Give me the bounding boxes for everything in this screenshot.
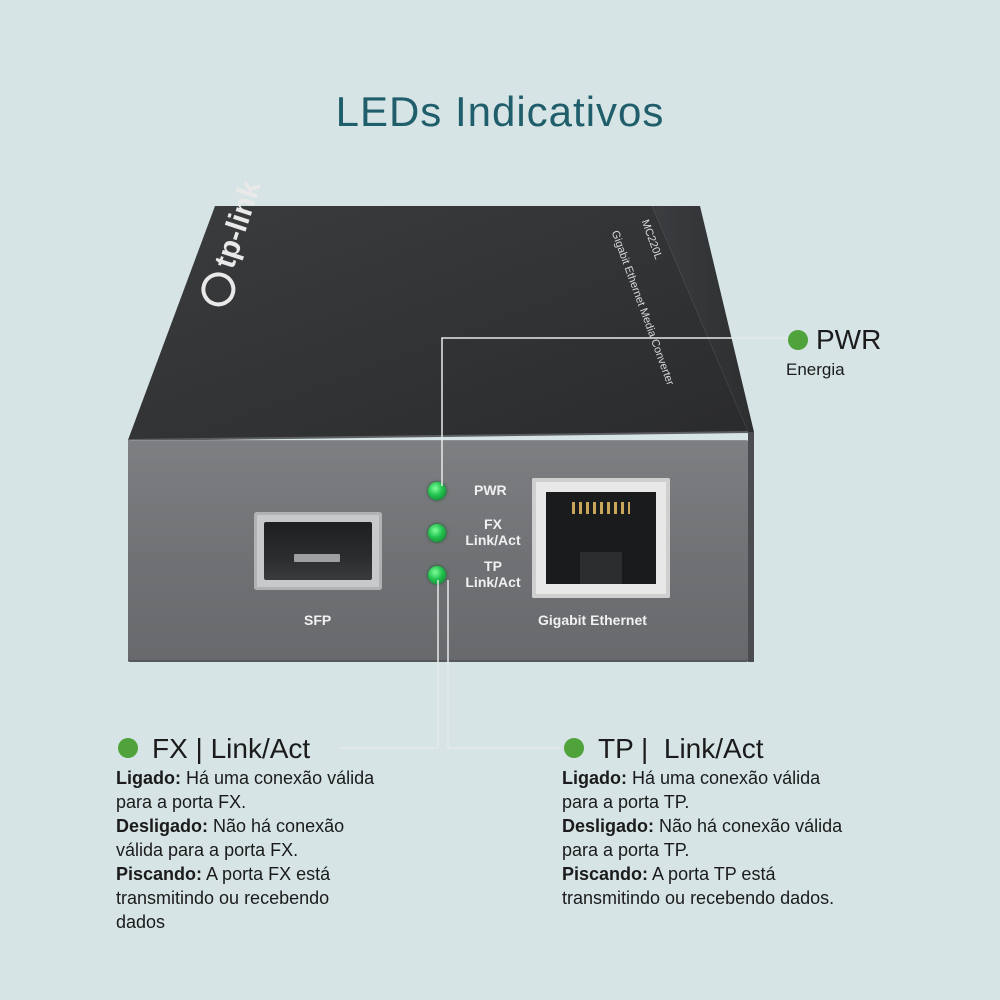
tp-off-text-2: para a porta TP.: [562, 840, 690, 860]
led-fx-label: FX Link/Act: [460, 516, 526, 548]
pwr-callout-subtitle: Energia: [786, 360, 845, 379]
led-fx-label-line1: FX: [484, 516, 502, 532]
sfp-latch: [294, 554, 340, 562]
tp-description: Ligado: Há uma conexão válida para a por…: [562, 766, 892, 910]
rj45-jack-icon: [546, 492, 656, 584]
fx-blink-text-1: A porta FX está: [202, 864, 331, 884]
media-converter-housing: [127, 206, 754, 662]
fx-blink-text-3: dados: [116, 912, 166, 932]
led-fx-icon: [428, 524, 446, 542]
fx-blink-text-2: transmitindo ou recebendo: [116, 888, 330, 908]
ethernet-port: [532, 478, 670, 598]
sfp-port: [254, 512, 382, 590]
led-pwr-icon: [428, 482, 446, 500]
tp-on-text-2: para a porta TP.: [562, 792, 690, 812]
tp-blink-text-1: A porta TP está: [648, 864, 776, 884]
tp-callout-title: TP | Link/Act: [598, 733, 764, 764]
fx-on-text-1: Há uma conexão válida: [181, 768, 375, 788]
fx-off-text-2: válida para a porta FX.: [116, 840, 299, 860]
fx-blink-label: Piscando:: [116, 864, 203, 884]
fx-off-label: Desligado:: [116, 816, 209, 836]
tp-off-text-1: Não há conexão válida: [654, 816, 843, 836]
led-pwr-label: PWR: [474, 482, 507, 498]
pwr-bullet-icon: [788, 330, 808, 350]
led-tp-label-line2: Link/Act: [465, 574, 521, 590]
fx-on-label: Ligado:: [116, 768, 181, 788]
fx-callout-title: FX | Link/Act: [152, 733, 311, 764]
tp-off-label: Desligado:: [562, 816, 655, 836]
sfp-slot-icon: [264, 522, 372, 580]
led-tp-icon: [428, 566, 446, 584]
tp-bullet-icon: [564, 738, 584, 758]
led-tp-label-line1: TP: [484, 558, 502, 574]
fx-description: Ligado: Há uma conexão válida para a por…: [116, 766, 416, 934]
fx-bullet-icon: [118, 738, 138, 758]
sfp-port-label: SFP: [304, 612, 332, 628]
tp-blink-label: Piscando:: [562, 864, 649, 884]
tp-on-text-1: Há uma conexão válida: [627, 768, 821, 788]
tp-blink-text-2: transmitindo ou recebendo dados.: [562, 888, 835, 908]
fx-on-text-2: para a porta FX.: [116, 792, 247, 812]
ethernet-port-label: Gigabit Ethernet: [538, 612, 647, 628]
page-title: LEDs Indicativos: [335, 88, 665, 135]
led-tp-label: TP Link/Act: [460, 558, 526, 590]
pwr-callout-title: PWR: [816, 324, 882, 355]
tp-on-label: Ligado:: [562, 768, 627, 788]
fx-off-text-1: Não há conexão: [208, 816, 345, 836]
led-fx-label-line2: Link/Act: [465, 532, 521, 548]
